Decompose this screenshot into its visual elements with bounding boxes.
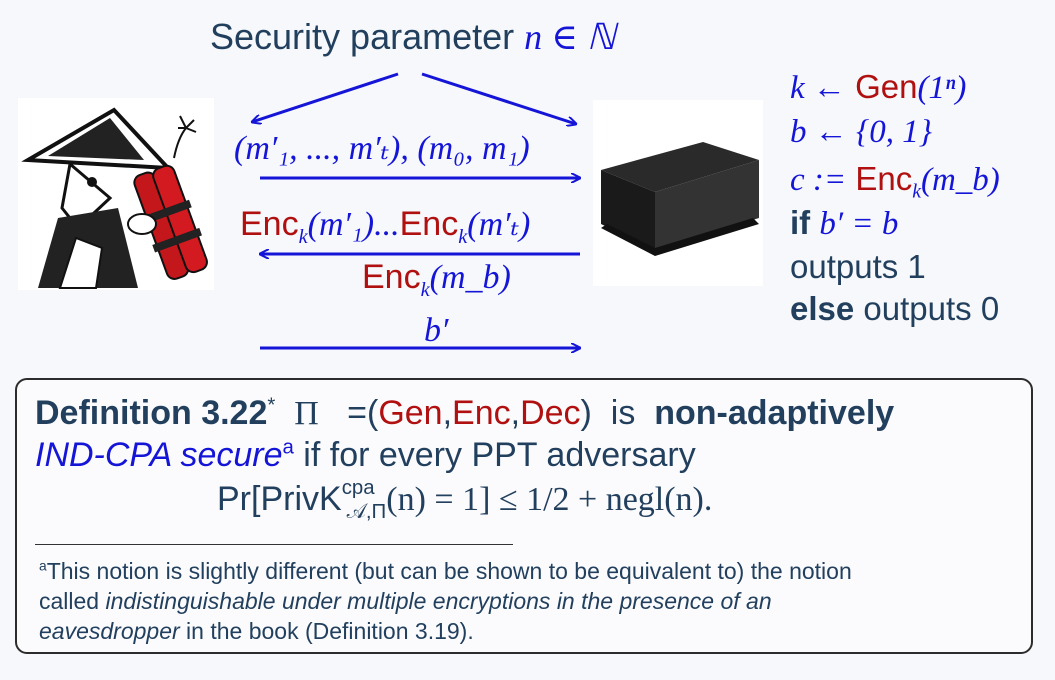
procedure-math: c := [790, 162, 847, 198]
definition-line-2: IND-CPA securea if for every PPT adversa… [35, 436, 696, 475]
spy-icon [21, 107, 208, 289]
enc-label: Enc [452, 394, 511, 432]
procedure-math: b′ = b [819, 206, 899, 242]
definition-label: Definition 3.22 [35, 394, 268, 432]
footnote-line-3: eavesdropper in the book (Definition 3.1… [39, 618, 474, 645]
procedure-line: outputs 1 [790, 248, 926, 285]
formula-part: (n) = 1] ≤ 1/2 + negl(n). [386, 481, 713, 518]
challenger-black-box-image [593, 100, 763, 286]
footnote-text: called [39, 588, 100, 614]
security-parameter-label: Security parameter [210, 16, 515, 57]
black-box-icon [601, 142, 759, 256]
spy-adversary-illustration [18, 98, 214, 290]
enc-arg: (m′ₜ) [467, 206, 531, 243]
definition-box: Definition 3.22* Π =(Gen,Enc,Dec) is non… [15, 378, 1033, 654]
keyword-if: if [790, 204, 811, 241]
formula-superscript: cpa [341, 476, 375, 499]
definition-line-1: Definition 3.22* Π =(Gen,Enc,Dec) is non… [35, 394, 895, 432]
footnote-line-2: called indistinguishable under multiple … [39, 588, 772, 615]
footnote-text: in the book (Definition 3.19). [186, 618, 474, 644]
procedure-line: c := Enck(m_b) [790, 160, 1000, 203]
footnote-rule [35, 544, 513, 545]
keyword-else: else [790, 290, 855, 327]
footnote-line-1: aThis notion is slightly different (but … [39, 558, 852, 585]
enc-arg: (m′₁)... [307, 206, 400, 243]
definition-text: =( [347, 394, 379, 432]
pi-symbol: Π [294, 395, 319, 432]
formula-part: Pr[PrivK [217, 480, 342, 518]
oracle-encryptions: Enck(m′₁)...Enck(m′ₜ) [240, 205, 531, 248]
formula-subscript: 𝒜,Π [346, 500, 387, 523]
enc-label: Enc [362, 258, 421, 296]
definition-formula: Pr[PrivKcpa𝒜,Π(n) = 1] ≤ 1/2 + negl(n). [217, 476, 713, 524]
adversary-guess: b′ [424, 312, 449, 349]
procedure-line: k ← Gen(1ⁿ) [790, 68, 966, 107]
definition-text: ) [580, 394, 592, 432]
definition-italic-term: IND-CPA secure [35, 436, 283, 474]
procedure-math: (1ⁿ) [917, 70, 967, 106]
procedure-line: else outputs 0 [790, 290, 999, 328]
gen-label: Gen [378, 394, 443, 432]
definition-text: is [610, 394, 636, 432]
footnote-mark: a [282, 436, 294, 459]
procedure-text: outputs 0 [863, 290, 1000, 327]
security-parameter-math: n ∈ ℕ [524, 17, 616, 57]
definition-star: * [267, 394, 276, 417]
footnote-italic-text: eavesdropper [39, 618, 180, 644]
dec-label: Dec [520, 394, 581, 432]
security-parameter-heading: Security parameter n ∈ ℕ [210, 16, 616, 58]
procedure-math: k ← [790, 70, 846, 106]
enc-arg: (m_b) [429, 259, 511, 296]
procedure-line: b ← {0, 1} [790, 114, 932, 150]
challenge-messages: (m′₁, ..., m′ₜ), (m₀, m₁) [234, 130, 530, 167]
definition-text: if for every PPT adversary [303, 436, 696, 474]
enc-label: Enc [240, 205, 299, 243]
challenge-ciphertext: Enck(m_b) [362, 258, 511, 301]
gen-label: Gen [855, 68, 918, 105]
footnote-text: This notion is slightly different (but c… [46, 558, 852, 584]
procedure-line: if b′ = b [790, 204, 898, 243]
definition-bold-term: non-adaptively [654, 394, 895, 432]
param-arrow-to-challenger [421, 72, 576, 124]
enc-label: Enc [855, 160, 913, 197]
footnote-mark: a [39, 558, 47, 574]
procedure-math: (m_b) [920, 162, 1000, 198]
footnote-italic-text: indistinguishable under multiple encrypt… [105, 588, 772, 614]
param-arrow-to-adversary [252, 72, 399, 122]
enc-label: Enc [399, 205, 459, 243]
